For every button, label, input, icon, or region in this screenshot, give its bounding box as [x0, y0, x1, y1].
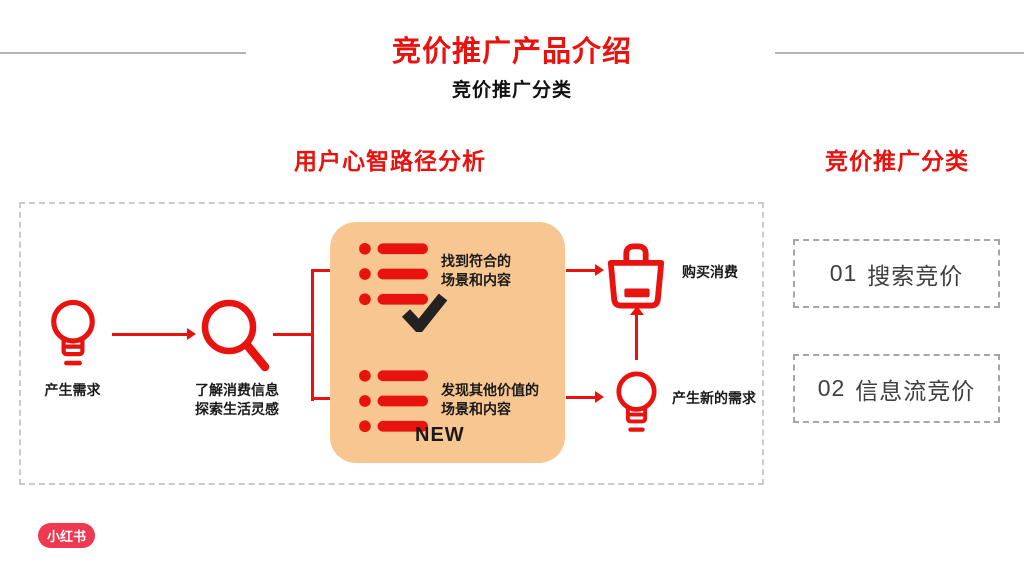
- checklist-icon: [358, 241, 432, 307]
- category-box-search-bidding: 01 搜索竞价: [793, 239, 1000, 308]
- explore-label-line2: 探索生活灵感: [195, 401, 279, 417]
- checkmark-icon: [400, 292, 448, 336]
- section-heading-user-path: 用户心智路径分析: [294, 148, 486, 174]
- category-box-feed-bidding: 02 信息流竞价: [793, 354, 1000, 423]
- flow-arrow: [566, 391, 604, 403]
- idea-lightbulb-icon: [608, 367, 665, 437]
- shopping-bag-icon: [604, 238, 668, 311]
- logo-text: 小红书: [46, 529, 86, 544]
- top-rule-left: [0, 52, 246, 54]
- list-icon: [358, 368, 432, 434]
- new-need-label: 产生新的需求: [672, 390, 756, 406]
- category-number: 01: [829, 260, 858, 286]
- page-title: 竞价推广产品介绍: [391, 36, 632, 68]
- discover-label-line2: 场景和内容: [441, 401, 511, 417]
- match-label: 找到符合的 场景和内容: [441, 252, 551, 290]
- flow-arrow-up: [629, 306, 644, 360]
- match-label-line2: 场景和内容: [441, 272, 511, 288]
- search-icon: [198, 296, 272, 376]
- category-name: 信息流竞价: [855, 377, 976, 404]
- flow-connector: [273, 333, 314, 336]
- flow-arrow: [112, 328, 196, 340]
- explore-label: 了解消费信息 探索生活灵感: [172, 381, 302, 419]
- category-name: 搜索竞价: [867, 262, 964, 289]
- top-rule-right: [775, 52, 1024, 54]
- flow-connector: [311, 270, 314, 401]
- new-badge: NEW: [415, 424, 465, 446]
- lightbulb-icon: [42, 296, 104, 370]
- flow-arrow: [566, 264, 604, 276]
- xiaohongshu-logo: 小红书: [38, 523, 95, 548]
- section-heading-categories: 竞价推广分类: [825, 148, 969, 174]
- explore-label-line1: 了解消费信息: [195, 382, 279, 398]
- purchase-label: 购买消费: [682, 264, 738, 280]
- match-label-line1: 找到符合的: [441, 253, 511, 269]
- discover-label-line1: 发现其他价值的: [441, 382, 539, 398]
- need-label: 产生需求: [44, 382, 101, 398]
- flow-diagram-container: [19, 202, 764, 485]
- category-number: 02: [817, 375, 846, 401]
- discover-label: 发现其他价值的 场景和内容: [441, 381, 561, 419]
- page-subtitle: 竞价推广分类: [451, 80, 572, 101]
